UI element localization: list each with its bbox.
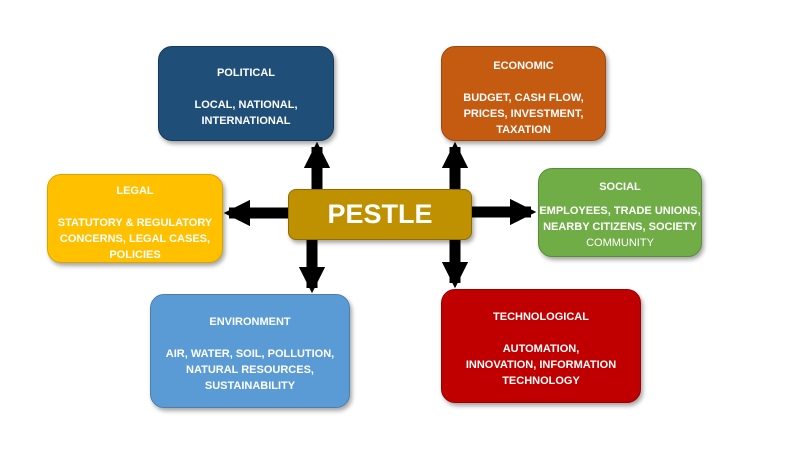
economic-title: ECONOMIC	[493, 60, 554, 72]
economic-line: TAXATION	[496, 124, 551, 136]
legal-line: POLICIES	[109, 249, 161, 261]
social-title: SOCIAL	[599, 181, 641, 193]
technological-box: TECHNOLOGICAL AUTOMATION, INNOVATION, IN…	[441, 289, 641, 403]
environment-line: NATURAL RESOURCES,	[186, 364, 314, 376]
political-line: INTERNATIONAL	[201, 115, 291, 127]
technological-title: TECHNOLOGICAL	[493, 311, 589, 323]
economic-line: PRICES, INVESTMENT,	[463, 108, 584, 120]
political-line: LOCAL, NATIONAL,	[194, 99, 298, 111]
technological-line: INNOVATION, INFORMATION	[465, 359, 617, 371]
technological-line: TECHNOLOGY	[502, 375, 580, 387]
legal-title: LEGAL	[116, 185, 154, 197]
pestle-label: PESTLE	[327, 199, 433, 229]
legal-box: LEGAL STATUTORY & REGULATORY CONCERNS, L…	[47, 174, 223, 263]
environment-line: AIR, WATER, SOIL, POLLUTION,	[165, 348, 335, 360]
technological-line: AUTOMATION,	[502, 343, 580, 355]
social-line: EMPLOYEES, TRADE UNIONS,	[539, 205, 701, 217]
social-box: SOCIAL EMPLOYEES, TRADE UNIONS, NEARBY C…	[538, 168, 702, 257]
environment-box: ENVIRONMENT AIR, WATER, SOIL, POLLUTION,…	[150, 294, 350, 408]
environment-line: SUSTAINABILITY	[204, 380, 296, 392]
legal-line: CONCERNS, LEGAL CASES,	[59, 233, 211, 245]
economic-box: ECONOMIC BUDGET, CASH FLOW, PRICES, INVE…	[441, 46, 606, 141]
political-title: POLITICAL	[216, 67, 276, 79]
legal-line: STATUTORY & REGULATORY	[57, 217, 213, 229]
economic-line: BUDGET, CASH FLOW,	[463, 92, 584, 104]
environment-title: ENVIRONMENT	[209, 316, 291, 328]
social-line: COMMUNITY	[586, 237, 654, 249]
pestle-center-box: PESTLE	[288, 189, 472, 240]
social-line: NEARBY CITIZENS, SOCIETY	[543, 221, 697, 233]
political-box: POLITICAL LOCAL, NATIONAL, INTERNATIONAL	[158, 46, 334, 141]
